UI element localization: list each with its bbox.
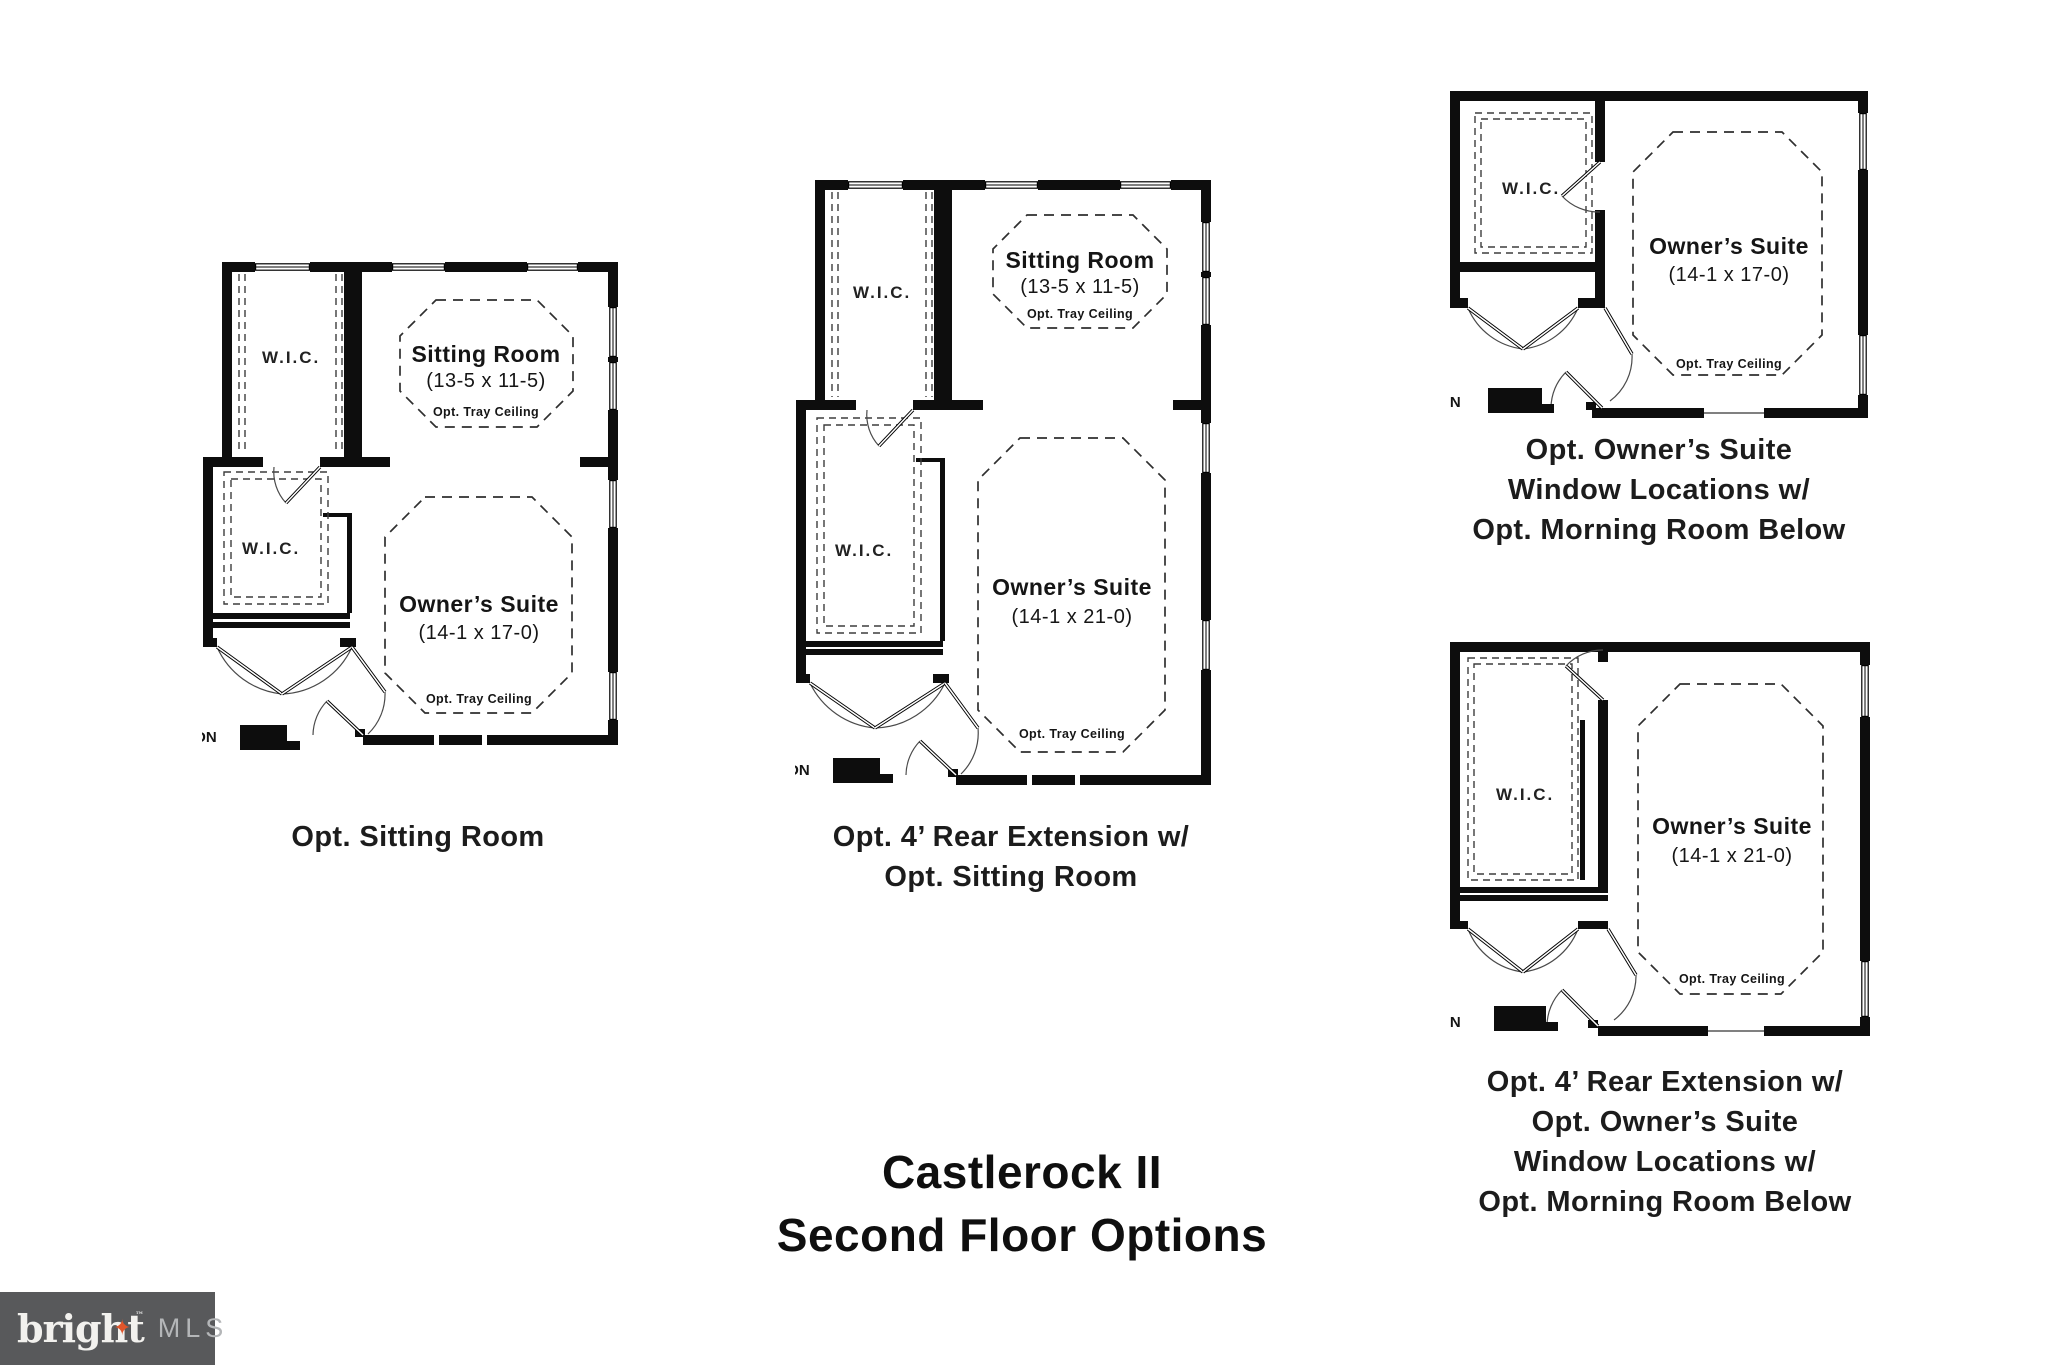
- caption-line: Opt. 4’ Rear Extension w/: [1486, 1066, 1844, 1098]
- doors: [809, 408, 1080, 785]
- owner-suite-label: Owner’s Suite: [1649, 233, 1809, 259]
- closet-shelving: [223, 274, 343, 605]
- wic-label: W.I.C.: [1502, 179, 1560, 198]
- caption-line: Opt. Owner’s Suite: [1531, 1106, 1799, 1138]
- caption-line: Opt. Sitting Room: [291, 821, 545, 853]
- owner-tray-note: Opt. Tray Ceiling: [1676, 357, 1782, 371]
- windows: [847, 180, 1211, 671]
- bright-mls-logo: bright ✦ ™ MLS: [0, 1292, 223, 1365]
- sitting-tray-note: Opt. Tray Ceiling: [433, 405, 539, 419]
- walls: [1450, 642, 1870, 1036]
- caption-line: Window Locations w/: [1507, 474, 1811, 506]
- sitting-room-label: Sitting Room: [1005, 247, 1154, 273]
- wic-lower-label: W.I.C.: [835, 541, 893, 560]
- sitting-room-dims: (13-5 x 11-5): [426, 370, 546, 392]
- page-title: Castlerock II Second Floor Options: [722, 1141, 1322, 1267]
- logo-brand-text: bright: [17, 1305, 145, 1351]
- caption-opt-rear-ext-sitting-room: Opt. 4’ Rear Extension w/ Opt. Sitting R…: [731, 817, 1291, 897]
- caption-line: Window Locations w/: [1513, 1146, 1817, 1178]
- walls: [203, 262, 618, 745]
- owner-tray-note: Opt. Tray Ceiling: [1019, 727, 1125, 741]
- owner-suite-label: Owner’s Suite: [1652, 813, 1812, 839]
- tray-ceiling-outlines: [384, 299, 574, 714]
- owner-suite-dims: (14-1 x 21-0): [1012, 606, 1133, 628]
- page-title-line2: Second Floor Options: [776, 1209, 1268, 1261]
- doors: [216, 465, 487, 745]
- stairs: [1494, 1006, 1558, 1031]
- logo-suffix-text: MLS: [157, 1313, 229, 1343]
- star-icon: ✦: [113, 1315, 131, 1341]
- floor-plan-opt-rear-ext-sitting-room: W.I.C. W.I.C. Sitting Room (13-5 x 11-5)…: [795, 180, 1211, 785]
- sitting-room-dims: (13-5 x 11-5): [1020, 276, 1140, 298]
- windows: [254, 262, 618, 721]
- windows: [1858, 113, 1868, 396]
- caption-opt-rear-ext-window-locations: Opt. 4’ Rear Extension w/ Opt. Owner’s S…: [1385, 1062, 1945, 1222]
- wic-lower-label: W.I.C.: [242, 539, 300, 558]
- floor-plan-opt-sitting-room: W.I.C. W.I.C. Sitting Room (13-5 x 11-5)…: [202, 262, 618, 750]
- owner-suite-dims: (14-1 x 17-0): [419, 622, 540, 644]
- wic-upper-label: W.I.C.: [853, 283, 911, 302]
- owner-suite-dims: (14-1 x 21-0): [1672, 845, 1793, 867]
- tray-ceiling-outlines: [977, 214, 1168, 753]
- caption-line: Opt. Sitting Room: [884, 861, 1138, 893]
- floor-plan-opt-rear-ext-window-locations: W.I.C. Owner’s Suite (14-1 x 21-0) Opt. …: [1450, 642, 1870, 1036]
- walls: [1450, 91, 1868, 418]
- owner-suite-label: Owner’s Suite: [399, 591, 559, 617]
- sitting-tray-note: Opt. Tray Ceiling: [1027, 307, 1133, 321]
- stairs: [833, 758, 893, 783]
- wic-upper-label: W.I.C.: [262, 348, 320, 367]
- stairs: [1488, 388, 1554, 413]
- stair-down-label: DN: [795, 762, 810, 779]
- stair-down-label: DN: [202, 729, 217, 746]
- sitting-room-label: Sitting Room: [411, 341, 560, 367]
- closet-shelving: [816, 192, 933, 634]
- closet-shelving: [1467, 657, 1579, 881]
- windows: [1860, 665, 1870, 1018]
- caption-line: Opt. Morning Room Below: [1478, 1186, 1852, 1218]
- doors: [1466, 649, 1638, 1028]
- caption-line: Opt. 4’ Rear Extension w/: [832, 821, 1190, 853]
- stairs: [240, 725, 300, 750]
- owner-tray-note: Opt. Tray Ceiling: [426, 692, 532, 706]
- caption-line: Opt. Owner’s Suite: [1525, 434, 1793, 466]
- doors: [1466, 160, 1634, 410]
- owner-tray-note: Opt. Tray Ceiling: [1679, 972, 1785, 986]
- caption-line: Opt. Morning Room Below: [1472, 514, 1846, 546]
- closet-shelving: [1474, 112, 1593, 254]
- caption-opt-window-locations: Opt. Owner’s Suite Window Locations w/ O…: [1379, 430, 1939, 550]
- logo-wordmark: bright ✦ ™: [17, 1309, 145, 1348]
- caption-opt-sitting-room: Opt. Sitting Room: [138, 817, 698, 857]
- trademark-symbol: ™: [135, 1310, 144, 1321]
- tray-ceiling-outlines: [1632, 131, 1823, 376]
- wic-label: W.I.C.: [1496, 785, 1554, 804]
- floor-plan-opt-window-locations: W.I.C. Owner’s Suite (14-1 x 17-0) Opt. …: [1450, 91, 1868, 418]
- owner-suite-label: Owner’s Suite: [992, 574, 1152, 600]
- page-title-line1: Castlerock II: [881, 1146, 1163, 1198]
- tray-ceiling-outlines: [1637, 683, 1824, 995]
- stair-down-label: DN: [1450, 1014, 1461, 1031]
- stair-down-label: DN: [1450, 394, 1461, 411]
- owner-suite-dims: (14-1 x 17-0): [1669, 264, 1790, 286]
